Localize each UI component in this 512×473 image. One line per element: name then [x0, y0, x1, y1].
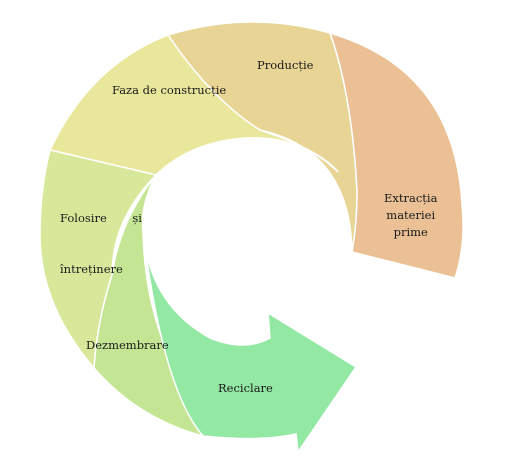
label-dezmembrare: Dezmembrare — [86, 338, 169, 352]
label-extractia: Extracția materiei prime — [384, 191, 438, 239]
segment-constructie — [48, 34, 339, 176]
label-constructie: Faza de construcție — [112, 83, 227, 97]
segment-reciclare — [142, 231, 358, 455]
label-reciclare: Reciclare — [218, 381, 273, 395]
label-folosire: Folosire și întreținere — [60, 211, 142, 276]
label-productie: Producție — [257, 58, 314, 72]
